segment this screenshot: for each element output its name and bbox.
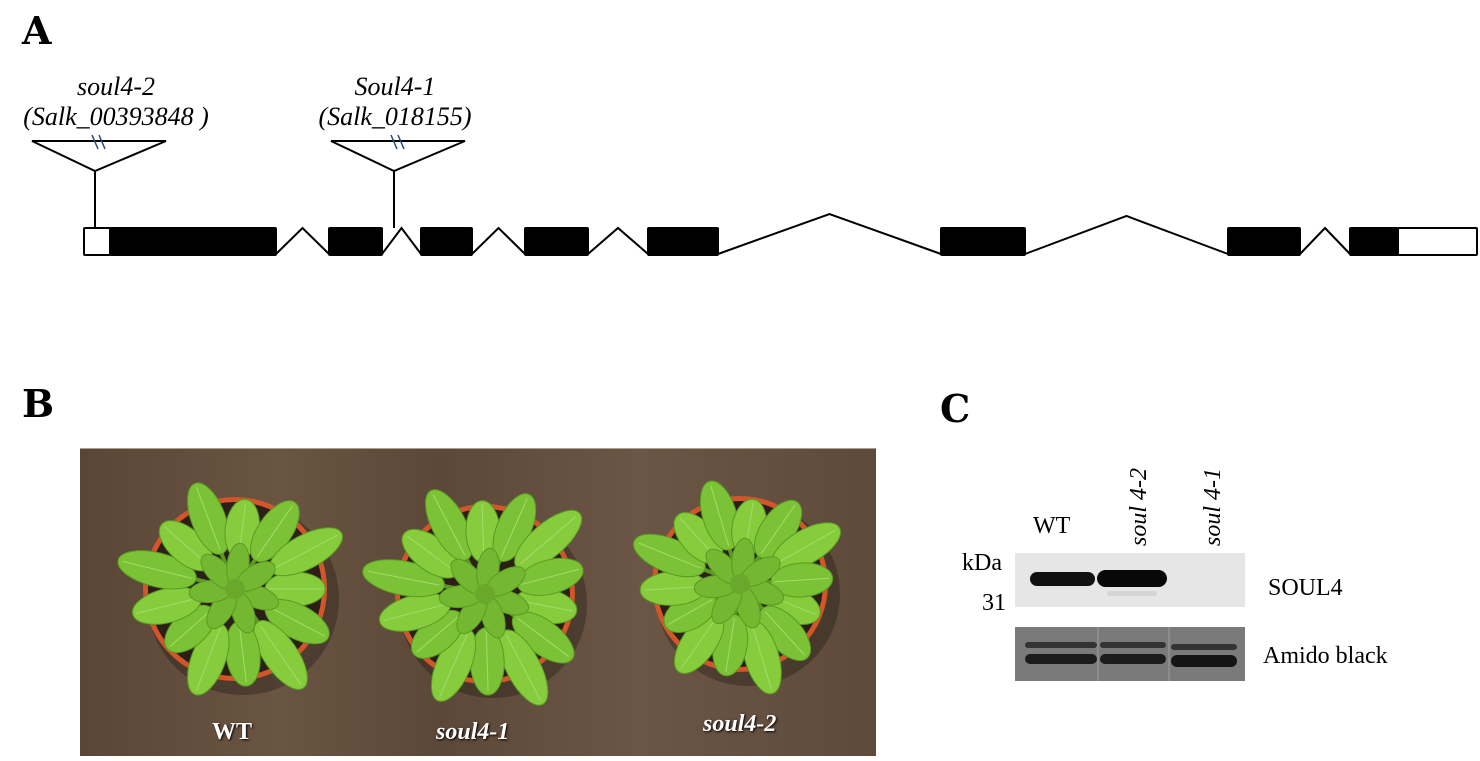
blot-label-amido-black: Amido black [1263, 643, 1388, 669]
band-lower-lane2 [1100, 654, 1166, 664]
allele-name: soul4-2 [77, 72, 155, 101]
break-mark-icon [98, 134, 106, 150]
salk-line: (Salk_00393848 ) [23, 102, 209, 131]
exon-block [328, 227, 383, 256]
salk-line: (Salk_018155) [318, 102, 472, 131]
allele-name: Soul4-1 [354, 72, 436, 101]
intron-line [275, 226, 330, 255]
rosette-plant [362, 489, 587, 706]
intron-line [381, 226, 422, 255]
band-wt [1030, 572, 1095, 586]
amido-black-blot [1015, 627, 1245, 681]
plant-label-wt: WT [212, 719, 253, 745]
rosette-plant [117, 482, 343, 696]
rosette-plants-illustration [117, 480, 842, 706]
panel-b-letter: B [22, 381, 55, 426]
band-upper-lane1 [1025, 642, 1097, 648]
intron-line [587, 226, 649, 255]
insertion-label-soul4-2: soul4-2 (Salk_00393848 ) [0, 72, 232, 132]
marker-31kda: 31 [982, 590, 1006, 616]
rosette-plant [633, 480, 842, 695]
exon-block [940, 227, 1026, 256]
lane-divider [1097, 627, 1099, 681]
band-upper-lane2 [1100, 642, 1166, 648]
soul4-blot [1015, 553, 1245, 607]
utr-block [83, 227, 111, 256]
panel-c-letter: C [940, 386, 971, 431]
exon-block [1349, 227, 1399, 256]
exon-block [647, 227, 719, 256]
break-mark-icon [91, 134, 99, 150]
utr-block [1397, 227, 1478, 256]
band-soul4-2 [1097, 570, 1167, 587]
lane-label-soul4-1: soul 4-1 [1200, 468, 1226, 546]
lane-label-wt: WT [1033, 513, 1071, 539]
plant-label-soul4-2: soul4-2 [703, 711, 777, 737]
insertion-label-soul4-1: Soul4-1 (Salk_018155) [290, 72, 500, 132]
intron-line [717, 212, 942, 255]
lane-divider [1168, 627, 1170, 681]
lane-label-soul4-2: soul 4-2 [1126, 468, 1152, 546]
faint-band [1107, 591, 1157, 596]
band-lower-lane3 [1171, 655, 1237, 667]
intron-line [1299, 226, 1351, 255]
marker-unit: kDa [962, 550, 1002, 576]
exon-block [420, 227, 473, 256]
tdna-insertion-triangle [330, 140, 466, 173]
plant-photo: WT soul4-1 soul4-2 [80, 448, 876, 756]
break-mark-icon [390, 134, 398, 150]
blot-label-soul4: SOUL4 [1268, 575, 1343, 601]
exon-block [524, 227, 589, 256]
gene-structure-diagram [31, 134, 1478, 256]
band-lower-lane1 [1025, 654, 1097, 664]
break-mark-icon [397, 134, 405, 150]
plant-label-soul4-1: soul4-1 [436, 719, 510, 745]
band-upper-lane3 [1171, 644, 1237, 650]
tdna-insertion-triangle [31, 140, 167, 173]
intron-line [1024, 214, 1229, 255]
exon-block [109, 227, 277, 256]
intron-line [471, 226, 526, 255]
panel-a-letter: A [22, 8, 52, 53]
exon-block [1227, 227, 1301, 256]
